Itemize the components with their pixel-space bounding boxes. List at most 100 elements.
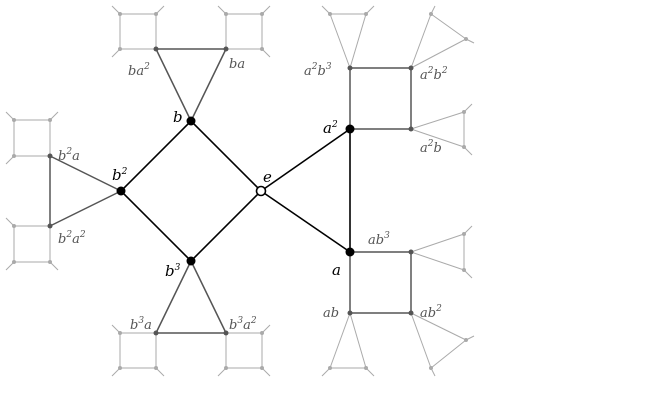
- vertex-a2: [345, 124, 355, 134]
- faint-edge-107: [365, 367, 375, 377]
- faint-edge-95: [430, 339, 467, 369]
- vertex-b3a2: [223, 330, 229, 336]
- faint-edge-18: [217, 5, 227, 15]
- label-a2b2-sup: 2: [427, 66, 434, 76]
- faint-edge-75: [410, 38, 467, 69]
- faint-edge-72: [365, 5, 375, 15]
- label-b3a2-tail: a: [243, 318, 251, 333]
- label-a2b-sup: 2: [427, 139, 434, 149]
- label-b3a2-tailsup: 2: [250, 316, 257, 326]
- faint-edge-92: [463, 225, 473, 235]
- faint-edge-16: [111, 5, 121, 15]
- label-b2a-sup: 2: [65, 147, 72, 157]
- vertex-b2a: [47, 153, 53, 159]
- label-ab: ab: [323, 306, 339, 321]
- label-b2a-tail: a: [72, 149, 80, 164]
- label-a2b2: a2b2: [420, 66, 448, 83]
- edge-e-a2: [260, 128, 351, 192]
- label-ab3-sup: 3: [384, 231, 390, 241]
- label-a2: a2: [323, 119, 338, 137]
- vertex-a2b: [408, 126, 414, 132]
- faint-edge-39: [49, 111, 59, 121]
- edge-b-b2: [120, 120, 192, 192]
- label-b2a2: b2a2: [58, 230, 86, 247]
- faint-edge-62: [155, 367, 165, 377]
- label-a2b3-sup: 2: [311, 62, 318, 72]
- faint-edge-19: [261, 5, 271, 15]
- faint-edge-61: [111, 367, 121, 377]
- label-b3a-sup: 3: [138, 316, 144, 326]
- edge-e-b: [190, 120, 262, 192]
- edge-b2-b3: [120, 190, 192, 262]
- label-a2-sup: 2: [331, 120, 338, 130]
- label-a2b3: a2b3: [304, 62, 332, 79]
- faint-edge-80: [410, 111, 465, 130]
- faint-edge-106: [321, 367, 331, 377]
- label-b2a: b2a: [58, 147, 80, 164]
- main-edge-layer: [120, 120, 351, 262]
- faint-edge-85: [463, 103, 473, 113]
- label-e: e: [263, 168, 272, 186]
- label-b3a: b3a: [130, 316, 152, 333]
- label-b2: b2: [112, 166, 128, 184]
- faint-edge-94: [410, 312, 467, 341]
- faint-edge-60: [111, 324, 121, 334]
- faint-edge-21: [261, 48, 271, 58]
- faint-edge-64: [217, 367, 227, 377]
- label-b2a2-tail: a: [72, 232, 80, 247]
- label-a: a: [332, 261, 341, 279]
- label-ab2: ab2: [420, 304, 442, 321]
- faint-edge-71: [321, 5, 331, 15]
- label-b2a2-base: b: [58, 232, 66, 247]
- vertex-ab: [347, 310, 353, 316]
- faint-edge-99: [465, 335, 475, 341]
- faint-edge-100: [430, 367, 436, 377]
- label-ba2-base: ba: [128, 64, 144, 79]
- vertex-e: [255, 185, 267, 197]
- label-ba: ba: [229, 57, 245, 72]
- label-a2b: a2b: [420, 139, 442, 156]
- faint-edge-96: [410, 312, 432, 369]
- label-b3a2: b3a2: [229, 316, 257, 333]
- label-a2b2-base: a: [420, 68, 428, 83]
- label-ab-base: ab: [323, 306, 339, 321]
- faint-edge-89: [410, 251, 465, 271]
- label-ba-base: ba: [229, 57, 245, 72]
- label-ab2-base: ab: [420, 306, 436, 321]
- label-b3: b3: [165, 262, 181, 280]
- label-b3a2-sup: 3: [237, 316, 243, 326]
- faint-edge-86: [463, 146, 473, 156]
- label-a2b2-tailsup: 2: [441, 66, 448, 76]
- label-ba2-sup: 2: [143, 62, 150, 72]
- faint-edge-40: [5, 155, 15, 165]
- faint-edge-101: [329, 312, 351, 369]
- vertex-b: [186, 116, 196, 126]
- faint-edge-43: [49, 261, 59, 271]
- faint-edge-38: [5, 111, 15, 121]
- label-b2-sup: 2: [121, 167, 128, 177]
- vertex-b3a: [153, 330, 159, 336]
- faint-edge-17: [155, 5, 165, 15]
- edge-b3-b3a2: [190, 260, 227, 334]
- label-b2a-base: b: [58, 149, 66, 164]
- edge-b3-b3a: [155, 260, 192, 334]
- faint-edge-79: [465, 38, 475, 44]
- faint-edge-78: [430, 5, 436, 15]
- vertex-layer: [47, 46, 414, 336]
- vertex-a2b3: [347, 65, 353, 71]
- label-b2-base: b: [112, 166, 122, 184]
- vertex-ba2: [153, 46, 159, 52]
- faint-edge-87: [410, 233, 465, 253]
- mid-edge-layer: [49, 48, 412, 334]
- label-b-base: b: [173, 108, 183, 126]
- edge-b2-b2a2: [49, 190, 122, 227]
- faint-edge-42: [5, 261, 15, 271]
- label-ab3: ab3: [368, 231, 390, 248]
- label-a2b2-tail: b: [434, 68, 442, 83]
- faint-edge-73: [410, 13, 432, 69]
- label-ab2-sup: 2: [435, 304, 442, 314]
- faint-edge-93: [463, 269, 473, 279]
- label-b2a2-tailsup: 2: [79, 230, 86, 240]
